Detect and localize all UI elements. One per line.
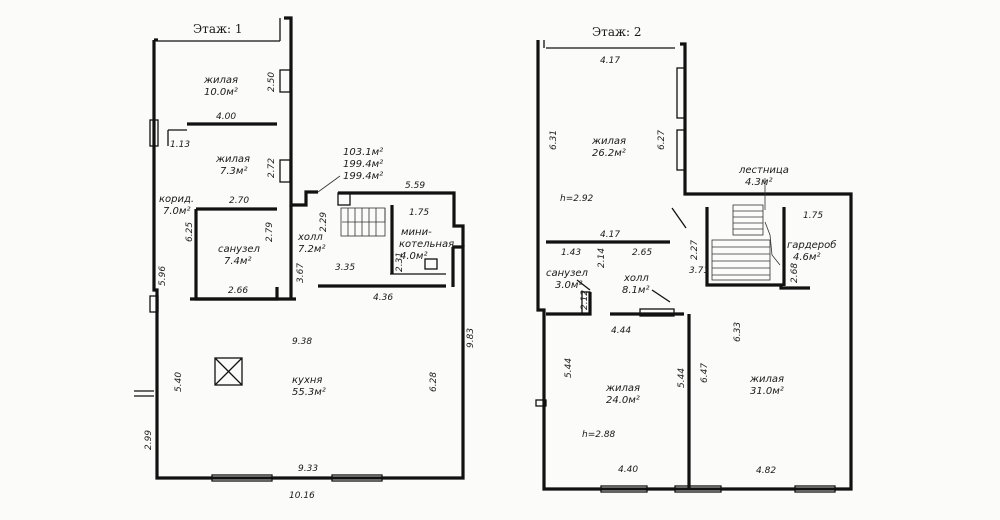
f1-boiler-name-1: мини- [401, 227, 432, 238]
floor2-title: Этаж: 2 [592, 25, 642, 39]
f1-area-total-1: 103.1м² [343, 147, 383, 158]
f1-dim-938: 9.38 [292, 337, 312, 347]
f1-dim-272: 2.72 [267, 158, 277, 178]
floor1-wall-living-right [284, 16, 318, 207]
f2-bathroom-name: санузел [546, 268, 589, 279]
f2-dim-214: 2.14 [597, 248, 607, 268]
floor2-door-swing-3 [576, 279, 591, 291]
f1-dim-335: 3.35 [335, 263, 355, 273]
floor2-stair-wall [705, 207, 810, 290]
f2-dim-633: 6.33 [733, 322, 743, 342]
f1-corridor-name: корид. [159, 194, 194, 205]
f1-hall-name: холл [297, 232, 323, 243]
f2-hall-name: холл [623, 273, 649, 284]
f2-dim-647: 6.47 [700, 363, 710, 383]
floor1-wall-block [337, 192, 351, 206]
f2-height-lower: h=2.88 [582, 430, 616, 440]
skylight-icon [214, 357, 243, 386]
f1-dim-596: 5.96 [158, 266, 168, 286]
f2-dim-482: 4.82 [756, 466, 776, 476]
floor2-outer-wall [536, 40, 853, 491]
f2-wardrobe-area: 4.6м² [793, 252, 820, 263]
f2-hall-area: 8.1м² [622, 285, 649, 296]
floor2-windows [535, 67, 836, 493]
f2-dim-631: 6.31 [549, 130, 559, 150]
f2-living3-name: жилая [749, 374, 784, 385]
f1-area-total-2: 199.4м² [343, 159, 383, 170]
f2-dim-544-right: 5.44 [677, 368, 687, 388]
f2-dim-544-left: 5.44 [564, 358, 574, 378]
f1-dim-400: 4.00 [216, 112, 236, 122]
f2-dim-417-top: 4.17 [600, 56, 620, 66]
f1-kitchen-area: 55.3м² [292, 387, 326, 398]
f1-hall-area: 7.2м² [298, 244, 325, 255]
f1-dim-279: 2.79 [265, 222, 275, 242]
f2-dim-444: 4.44 [611, 326, 631, 336]
f1-dim-113: 1.13 [170, 140, 190, 150]
floor1-windows [134, 69, 383, 482]
f1-dim-540: 5.40 [174, 372, 184, 392]
f1-dim-299: 2.99 [144, 430, 154, 450]
f2-dim-440: 4.40 [618, 465, 638, 475]
floor1-plan: Этаж: 1 [134, 16, 476, 501]
f2-bathroom-area: 3.0м² [555, 280, 582, 291]
f1-boiler-area: 4.0м² [400, 251, 427, 262]
f2-dim-227: 2.27 [690, 240, 700, 260]
f1-dim-436: 4.36 [373, 293, 393, 303]
f1-dim-628: 6.28 [429, 372, 439, 392]
f2-dim-143: 1.43 [561, 248, 581, 258]
f2-height-upper: h=2.92 [560, 194, 594, 204]
floor1-stairs [340, 207, 386, 237]
floor1-title: Этаж: 1 [193, 22, 243, 36]
f1-area-total-3: 199.4м² [343, 171, 383, 182]
f1-dim-266: 2.66 [228, 286, 248, 296]
floor2-stairs [711, 178, 781, 281]
f1-bathroom-area: 7.4м² [224, 256, 251, 267]
f1-dim-367: 3.67 [296, 263, 306, 283]
f1-dim-625: 6.25 [185, 222, 195, 242]
f1-living1-area: 10.0м² [204, 87, 238, 98]
f2-dim-371: 3.71 [689, 266, 709, 276]
floor1-boiler-top-wall [338, 191, 465, 247]
f2-dim-627: 6.27 [657, 130, 667, 150]
f1-living2-area: 7.3м² [220, 166, 247, 177]
f1-living1-name: жилая [203, 75, 238, 86]
f2-dim-417-mid: 4.17 [600, 230, 620, 240]
f1-living2-name: жилая [215, 154, 250, 165]
f1-dim-231: 2.31 [395, 252, 405, 272]
f2-living3-area: 31.0м² [750, 386, 784, 397]
f1-dim-1016: 10.16 [289, 491, 315, 501]
f1-boiler-name-2: котельная [399, 239, 454, 250]
f1-dim-229: 2.29 [319, 212, 329, 232]
f2-stairs-area: 4.3м² [745, 177, 772, 188]
f2-dim-265: 2.65 [632, 248, 652, 258]
f2-living2-name: жилая [605, 383, 640, 394]
f1-area-summary: 103.1м² 199.4м² 199.4м² [317, 147, 383, 193]
f2-wardrobe-name: гардероб [787, 239, 836, 251]
f1-dim-559: 5.59 [405, 181, 425, 191]
f1-dim-175: 1.75 [409, 208, 429, 218]
f1-dim-983: 9.83 [466, 328, 476, 348]
floor2-door-swing [671, 207, 687, 229]
floor2-plan: Этаж: 2 [535, 25, 853, 493]
f1-dim-270: 2.70 [229, 196, 249, 206]
f1-bathroom-name: санузел [218, 244, 261, 255]
floor2-door-swing-2 [651, 289, 671, 303]
f1-corridor-area: 7.0м² [163, 206, 190, 217]
f2-living1-area: 26.2м² [592, 148, 626, 159]
f1-dim-250: 2.50 [267, 72, 277, 92]
f2-stairs-name: лестница [738, 165, 789, 176]
f2-dim-175: 1.75 [803, 211, 823, 221]
f2-dim-268: 2.68 [790, 263, 800, 283]
f1-dim-933: 9.33 [298, 464, 318, 474]
f2-dim-212: 2.12 [580, 290, 590, 310]
f1-kitchen-name: кухня [292, 375, 322, 386]
boiler-unit-icon [424, 258, 438, 270]
f2-living2-area: 24.0м² [606, 395, 640, 406]
f2-living1-name: жилая [591, 136, 626, 147]
